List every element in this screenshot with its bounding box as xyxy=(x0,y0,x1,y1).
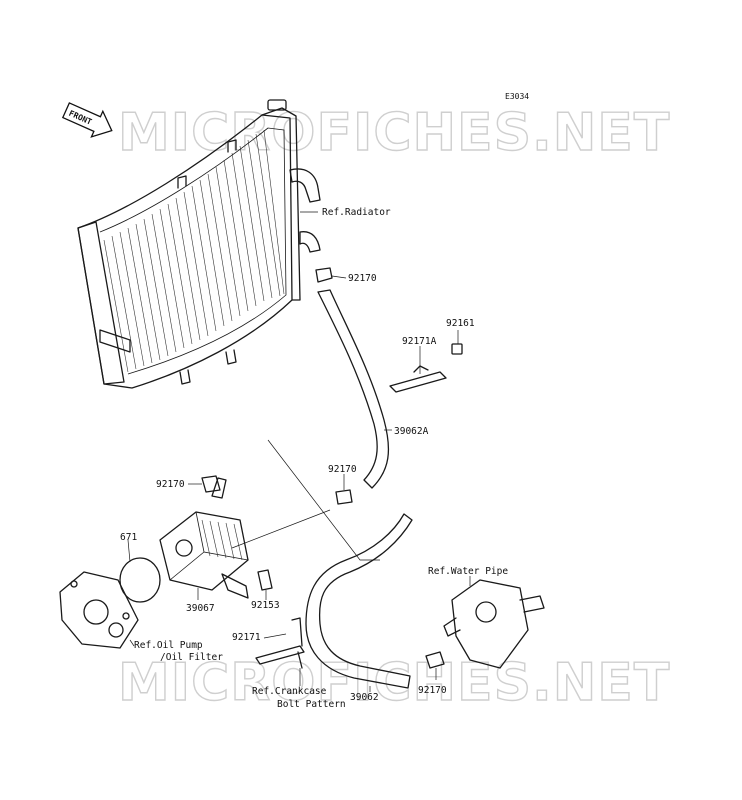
label-92170-mid: 92170 xyxy=(328,464,357,475)
label-92171A: 92171A xyxy=(402,336,437,347)
front-arrow-icon: FRONT xyxy=(61,102,113,138)
label-92170-bottom: 92170 xyxy=(418,685,447,696)
label-92170-left: 92170 xyxy=(156,479,185,490)
clamp-92170-top xyxy=(315,267,333,283)
water-pump xyxy=(443,579,545,669)
clamp-92170-mid xyxy=(335,489,353,505)
guide-line xyxy=(267,439,380,561)
bolt-92153 xyxy=(257,569,273,591)
label-92171: 92171 xyxy=(232,632,261,643)
label-671: 671 xyxy=(120,532,137,543)
oil-cooler-39067 xyxy=(159,477,249,599)
hose-39062A xyxy=(317,289,390,489)
label-ref-oil-pump-1: Ref.Oil Pump xyxy=(134,640,203,651)
label-ref-crankcase-2: Bolt Pattern xyxy=(277,699,346,710)
label-39062: 39062 xyxy=(350,692,379,703)
bracket-92171A xyxy=(389,365,447,393)
oil-pump-housing xyxy=(59,571,139,649)
clamp-92170-left xyxy=(201,475,221,493)
nut-92161 xyxy=(451,343,463,355)
label-ref-crankcase-1: Ref.Crankcase xyxy=(252,686,327,697)
radiator-lower-stub xyxy=(299,231,321,253)
label-ref-water-pipe: Ref.Water Pipe xyxy=(428,566,508,577)
label-92153: 92153 xyxy=(251,600,280,611)
o-ring-671 xyxy=(119,557,161,603)
leader-lines xyxy=(127,211,471,692)
label-39062A: 39062A xyxy=(394,426,429,437)
radiator xyxy=(77,99,301,389)
diagram-code: E3034 xyxy=(505,92,529,101)
label-ref-radiator: Ref.Radiator xyxy=(322,207,391,218)
label-92170-top: 92170 xyxy=(348,273,377,284)
label-39067: 39067 xyxy=(186,603,215,614)
hose-39062 xyxy=(305,513,413,689)
clamp-92170-bottom xyxy=(425,651,445,669)
label-ref-oil-pump-2: /Oil Filter xyxy=(160,652,223,663)
watermark-top: MICROFICHES.NET xyxy=(118,103,670,163)
radiator-upper-hose xyxy=(289,168,321,203)
label-92161: 92161 xyxy=(446,318,475,329)
bracket-92171 xyxy=(255,617,305,665)
watermark-bottom: MICROFICHES.NET xyxy=(118,653,670,713)
